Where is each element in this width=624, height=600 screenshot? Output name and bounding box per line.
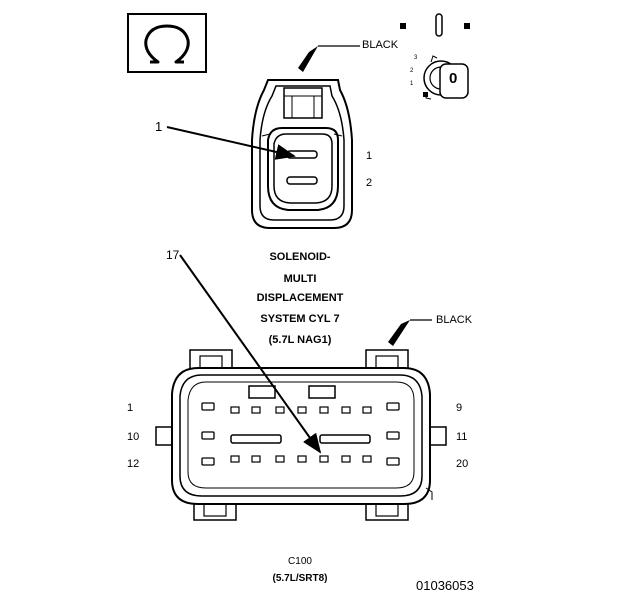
solenoid-connector	[251, 79, 353, 229]
solenoid-color-label: BLACK	[362, 39, 399, 51]
ohm-symbol-icon	[127, 13, 207, 73]
callout-1-arrow	[166, 126, 296, 160]
c100-name: C100	[288, 556, 312, 567]
c100-pin-10-label: 10	[127, 431, 140, 443]
component-title-line-2: MULTI	[283, 273, 317, 285]
ignition-pos-0: 0	[449, 70, 458, 87]
c100-pin-20-label: 20	[456, 458, 469, 470]
c100-color-arrow	[388, 320, 410, 346]
component-title-line-5: (5.7L NAG1)	[268, 334, 332, 346]
solenoid-pin-2-label: 2	[366, 177, 373, 189]
component-title-line-3: DISPLACEMENT	[256, 292, 344, 304]
c100-pin-12-label: 12	[127, 458, 140, 470]
component-title-line-4: SYSTEM CYL 7	[260, 313, 340, 325]
figure-id: 01036053	[416, 578, 474, 593]
c100-pin-11-label: 11	[456, 431, 468, 443]
callout-17-arrow	[179, 254, 322, 454]
c100-pin-9-label: 9	[456, 402, 463, 414]
c100-color-label: BLACK	[436, 314, 473, 326]
ignition-pos-2: 2	[410, 68, 414, 74]
solenoid-color-arrow	[298, 46, 318, 72]
callout-17-label: 17	[166, 248, 180, 262]
ignition-pos-3: 3	[414, 55, 418, 61]
c100-variant: (5.7L/SRT8)	[272, 573, 328, 584]
c100-connector	[155, 349, 447, 521]
c100-pin-1-label: 1	[127, 402, 134, 414]
component-title-line-1: SOLENOID-	[269, 251, 331, 263]
callout-1-label: 1	[155, 119, 163, 134]
ignition-pos-1: 1	[410, 81, 414, 87]
solenoid-pin-1-label: 1	[366, 150, 373, 162]
ignition-key-off-icon	[400, 13, 470, 100]
